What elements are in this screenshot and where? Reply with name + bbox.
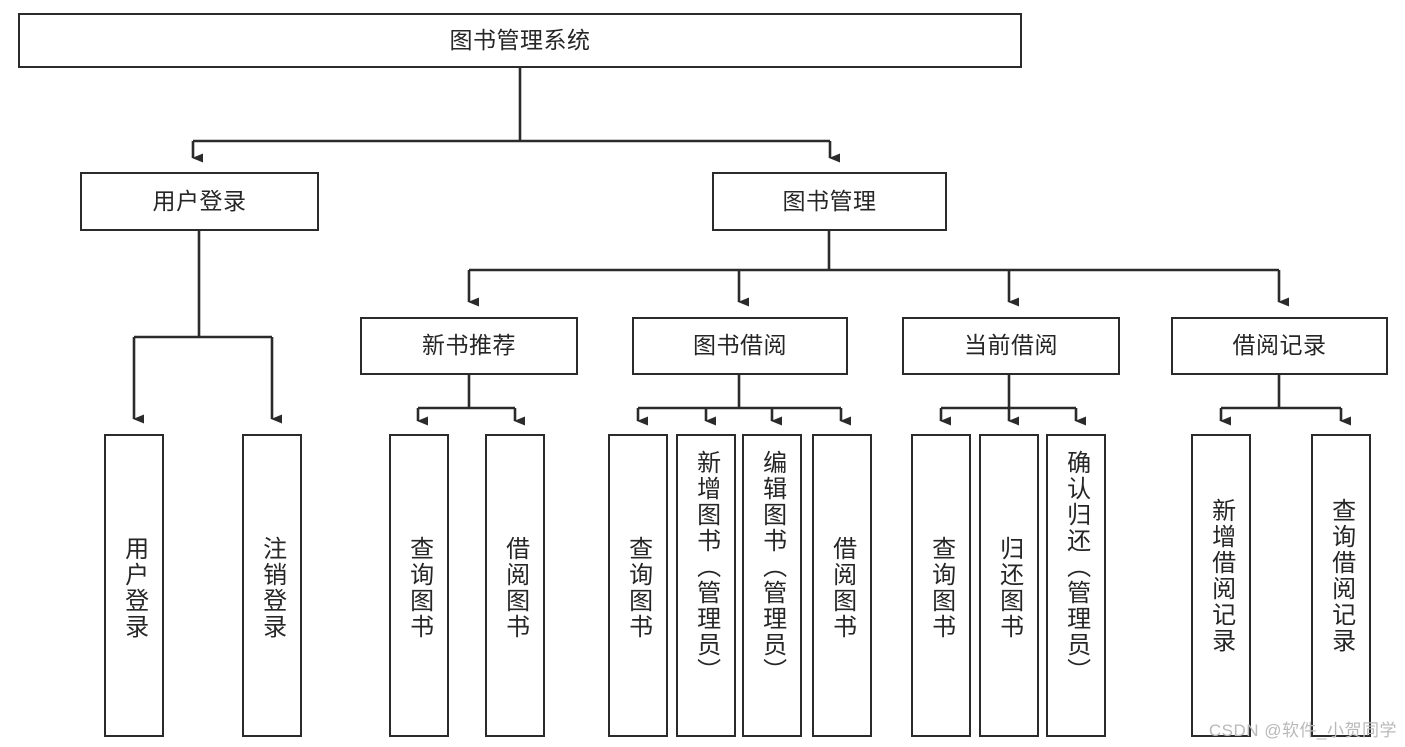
node-label: 编辑图书（管理员） (758, 450, 786, 684)
leaf-current-query-book[interactable]: 查询图书 (911, 434, 971, 737)
node-label: 当前借阅 (964, 332, 1058, 359)
node-borrow-records[interactable]: 借阅记录 (1171, 317, 1388, 375)
node-label: 确认归还（管理员） (1062, 450, 1090, 684)
node-label: 图书管理系统 (449, 26, 591, 53)
node-label: 注销登录 (258, 536, 286, 640)
node-new-book-recommend[interactable]: 新书推荐 (360, 317, 578, 375)
node-label: 图书管理 (782, 187, 877, 214)
node-root-system[interactable]: 图书管理系统 (18, 13, 1022, 68)
node-label: 新增图书（管理员） (692, 450, 720, 684)
node-label: 新增借阅记录 (1207, 498, 1235, 654)
leaf-record-add-record[interactable]: 新增借阅记录 (1191, 434, 1251, 737)
node-book-management[interactable]: 图书管理 (712, 172, 947, 231)
node-user-login[interactable]: 用户登录 (80, 172, 319, 231)
node-label: 借阅图书 (501, 536, 529, 640)
node-label: 借阅图书 (828, 536, 856, 640)
leaf-borrow-edit-book-admin[interactable]: 编辑图书（管理员） (742, 434, 802, 737)
node-label: 用户登录 (152, 187, 247, 214)
node-label: 查询图书 (927, 536, 955, 640)
leaf-current-confirm-return-admin[interactable]: 确认归还（管理员） (1046, 434, 1106, 737)
node-label: 借阅记录 (1232, 332, 1327, 359)
leaf-new-book-query[interactable]: 查询图书 (389, 434, 449, 737)
leaf-user-login-signout[interactable]: 注销登录 (242, 434, 302, 737)
node-label: 用户登录 (120, 536, 148, 640)
node-label: 图书借阅 (693, 332, 787, 359)
leaf-record-query-record[interactable]: 查询借阅记录 (1311, 434, 1371, 737)
leaf-borrow-borrow-book[interactable]: 借阅图书 (812, 434, 872, 737)
node-label: 查询图书 (405, 536, 433, 640)
leaf-borrow-query-book[interactable]: 查询图书 (608, 434, 668, 737)
leaf-new-book-borrow[interactable]: 借阅图书 (485, 434, 545, 737)
node-book-borrow[interactable]: 图书借阅 (632, 317, 848, 375)
node-label: 查询借阅记录 (1327, 498, 1355, 654)
node-label: 查询图书 (624, 536, 652, 640)
node-current-borrow[interactable]: 当前借阅 (902, 317, 1120, 375)
node-label: 归还图书 (995, 536, 1023, 640)
leaf-borrow-add-book-admin[interactable]: 新增图书（管理员） (676, 434, 736, 737)
watermark-text: CSDN @软件_小贺同学 (1208, 721, 1397, 740)
leaf-current-return-book[interactable]: 归还图书 (979, 434, 1039, 737)
node-label: 新书推荐 (422, 332, 516, 359)
leaf-user-login-signin[interactable]: 用户登录 (104, 434, 164, 737)
